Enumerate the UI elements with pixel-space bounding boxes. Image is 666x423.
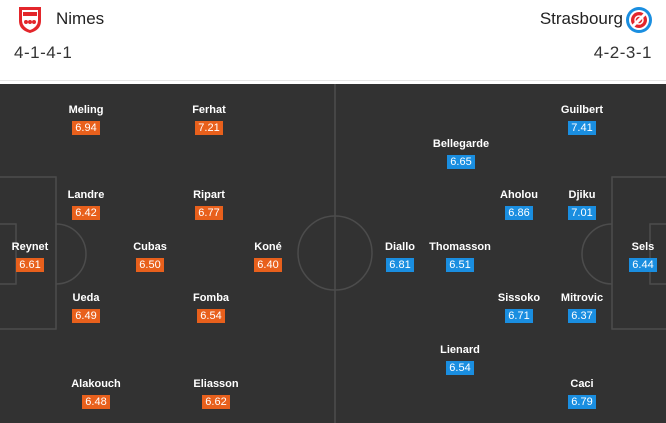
player-rating: 6.50 — [136, 258, 164, 272]
player-rating: 6.51 — [446, 258, 474, 272]
home-player-midfielder[interactable]: Ferhat 7.21 — [174, 103, 244, 136]
header-divider — [0, 80, 666, 81]
player-rating: 6.49 — [72, 309, 100, 323]
player-name: Bellegarde — [432, 138, 490, 150]
player-name: Caci — [570, 378, 594, 390]
away-formation: 4-2-3-1 — [593, 43, 652, 62]
player-name: Reynet — [11, 241, 49, 253]
away-player-attacking-midfielder[interactable]: Lienard 6.54 — [425, 343, 495, 376]
player-name: Meling — [68, 104, 104, 116]
player-rating: 6.40 — [254, 258, 282, 272]
player-rating: 7.41 — [568, 121, 596, 135]
player-rating: 6.94 — [72, 121, 100, 135]
home-player-defender[interactable]: Alakouch 6.48 — [61, 377, 131, 410]
home-player-midfielder[interactable]: Ripart 6.77 — [174, 188, 244, 221]
away-player-goalkeeper[interactable]: Sels 6.44 — [608, 240, 666, 273]
player-rating: 6.81 — [386, 258, 414, 272]
player-rating: 6.77 — [195, 206, 223, 220]
away-player-midfielder[interactable]: Aholou 6.86 — [484, 188, 554, 221]
player-name: Sissoko — [497, 292, 541, 304]
player-name: Landre — [67, 189, 105, 201]
away-player-attacking-midfielder[interactable]: Thomasson 6.51 — [425, 240, 495, 273]
player-name: Guilbert — [560, 104, 604, 116]
player-name: Eliasson — [193, 378, 239, 390]
home-team-name[interactable]: Nimes — [56, 9, 105, 28]
player-name: Ueda — [72, 292, 100, 304]
home-player-defender[interactable]: Meling 6.94 — [51, 103, 121, 136]
player-rating: 6.48 — [82, 395, 110, 409]
home-player-forward[interactable]: Koné 6.40 — [233, 240, 303, 273]
away-team-name[interactable]: Strasbourg — [539, 9, 623, 28]
home-player-midfielder[interactable]: Eliasson 6.62 — [181, 377, 251, 410]
player-name: Alakouch — [71, 378, 121, 390]
player-name: Mitrovic — [560, 292, 604, 304]
player-rating: 6.79 — [568, 395, 596, 409]
nimes-crest-icon — [19, 7, 41, 33]
player-rating: 6.62 — [202, 395, 230, 409]
player-name: Lienard — [440, 344, 480, 356]
home-formation: 4-1-4-1 — [14, 43, 73, 62]
player-rating: 6.54 — [197, 309, 225, 323]
away-player-defender[interactable]: Djiku 7.01 — [547, 188, 617, 221]
player-rating: 6.71 — [505, 309, 533, 323]
home-player-midfielder[interactable]: Fomba 6.54 — [176, 291, 246, 324]
player-rating: 6.37 — [568, 309, 596, 323]
player-name: Djiku — [568, 189, 596, 201]
player-rating: 6.86 — [505, 206, 533, 220]
player-rating: 7.01 — [568, 206, 596, 220]
pitch: Reynet 6.61 Meling 6.94 Landre 6.42 Ueda… — [0, 84, 666, 423]
away-player-defender[interactable]: Guilbert 7.41 — [547, 103, 617, 136]
player-name: Ferhat — [192, 104, 226, 116]
player-name: Thomasson — [429, 241, 491, 253]
pitch-markings — [0, 84, 666, 423]
match-header: Nimes 4-1-4-1 Strasbourg 4-2-3-1 — [0, 0, 666, 80]
player-name: Sels — [631, 241, 655, 253]
home-player-defender[interactable]: Landre 6.42 — [51, 188, 121, 221]
player-name: Diallo — [385, 241, 415, 253]
player-rating: 6.44 — [629, 258, 657, 272]
home-player-goalkeeper[interactable]: Reynet 6.61 — [0, 240, 65, 273]
player-name: Koné — [254, 241, 282, 253]
player-rating: 6.42 — [72, 206, 100, 220]
strasbourg-crest-icon — [626, 7, 652, 33]
player-name: Cubas — [133, 241, 167, 253]
away-player-attacking-midfielder[interactable]: Bellegarde 6.65 — [426, 137, 496, 170]
away-player-midfielder[interactable]: Sissoko 6.71 — [484, 291, 554, 324]
player-name: Ripart — [193, 189, 225, 201]
home-player-midfielder[interactable]: Cubas 6.50 — [115, 240, 185, 273]
player-name: Aholou — [500, 189, 538, 201]
home-player-defender[interactable]: Ueda 6.49 — [51, 291, 121, 324]
player-name: Fomba — [192, 292, 230, 304]
player-rating: 6.54 — [446, 361, 474, 375]
player-rating: 6.61 — [16, 258, 44, 272]
away-player-defender[interactable]: Mitrovic 6.37 — [547, 291, 617, 324]
player-rating: 6.65 — [447, 155, 475, 169]
player-rating: 7.21 — [195, 121, 223, 135]
away-player-defender[interactable]: Caci 6.79 — [547, 377, 617, 410]
away-player-forward[interactable]: Diallo 6.81 — [365, 240, 435, 273]
